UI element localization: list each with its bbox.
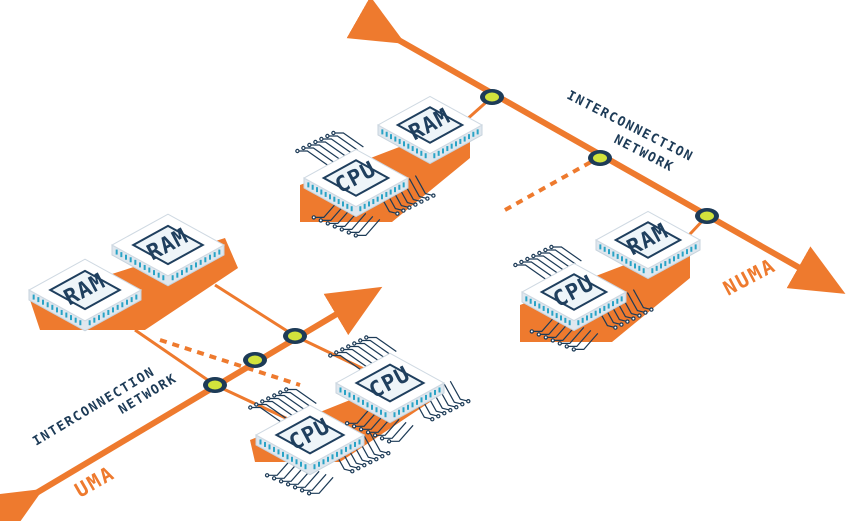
- uma-cpu-traces-2: [248, 387, 391, 496]
- uma-chip-pins-1: [115, 249, 221, 281]
- uma-chip-inner-2: [274, 415, 346, 455]
- numa-chip-inner-1: [321, 159, 391, 197]
- numa-chip-ram-0: RAM: [376, 95, 484, 165]
- numa-chip-inner-0: [395, 106, 465, 144]
- uma-chip-inner-0: [48, 269, 122, 311]
- uma-dotted-link: [159, 338, 301, 387]
- uma-chip-cpu-2: CPU: [248, 387, 391, 496]
- uma-connector-cpu2: [294, 334, 371, 374]
- uma-network-arrow: [0, 286, 383, 521]
- uma-node-1: [203, 377, 227, 393]
- uma-chip-inner-1: [131, 224, 205, 266]
- uma-chip-pins-3: [339, 387, 441, 418]
- uma-connector-ram2: [214, 283, 296, 338]
- numa-arch-label: NUMA: [719, 253, 780, 301]
- numa-chip-inner-3: [539, 273, 609, 311]
- uma-node-2: [243, 352, 267, 368]
- numa-chip-cpu-3: CPU: [513, 244, 654, 352]
- numa-node-1: [480, 89, 504, 105]
- uma-node-3: [283, 328, 307, 344]
- uma-chip-ram-0: RAM: [27, 258, 143, 332]
- numa-node-3: [695, 208, 719, 224]
- uma-chip-inner-3: [354, 363, 426, 403]
- numa-network-arrow: [346, 0, 846, 294]
- uma-connector-cpu1: [214, 383, 291, 422]
- numa-chip-ram-2: RAM: [594, 210, 702, 280]
- numa-chip-pins-2: [599, 244, 697, 274]
- uma-cpu-traces-3: [328, 335, 471, 444]
- uma-chip-ram-1: RAM: [110, 213, 226, 287]
- numa-chip-pins-0: [381, 129, 479, 159]
- numa-chip-inner-2: [613, 221, 683, 259]
- uma-chip-cpu-3: CPU: [328, 335, 471, 444]
- uma-connector-ram1: [134, 328, 216, 387]
- numa-cpu-traces-1: [295, 130, 436, 238]
- numa-dotted-link: [504, 156, 599, 212]
- numa-node-2: [588, 150, 612, 166]
- numa-chip-cpu-1: CPU: [295, 130, 436, 238]
- numa-chip-pins-1: [307, 182, 405, 212]
- uma-chip-pins-2: [259, 439, 361, 470]
- uma-chip-pins-0: [32, 294, 138, 326]
- numa-chip-pins-3: [525, 296, 623, 326]
